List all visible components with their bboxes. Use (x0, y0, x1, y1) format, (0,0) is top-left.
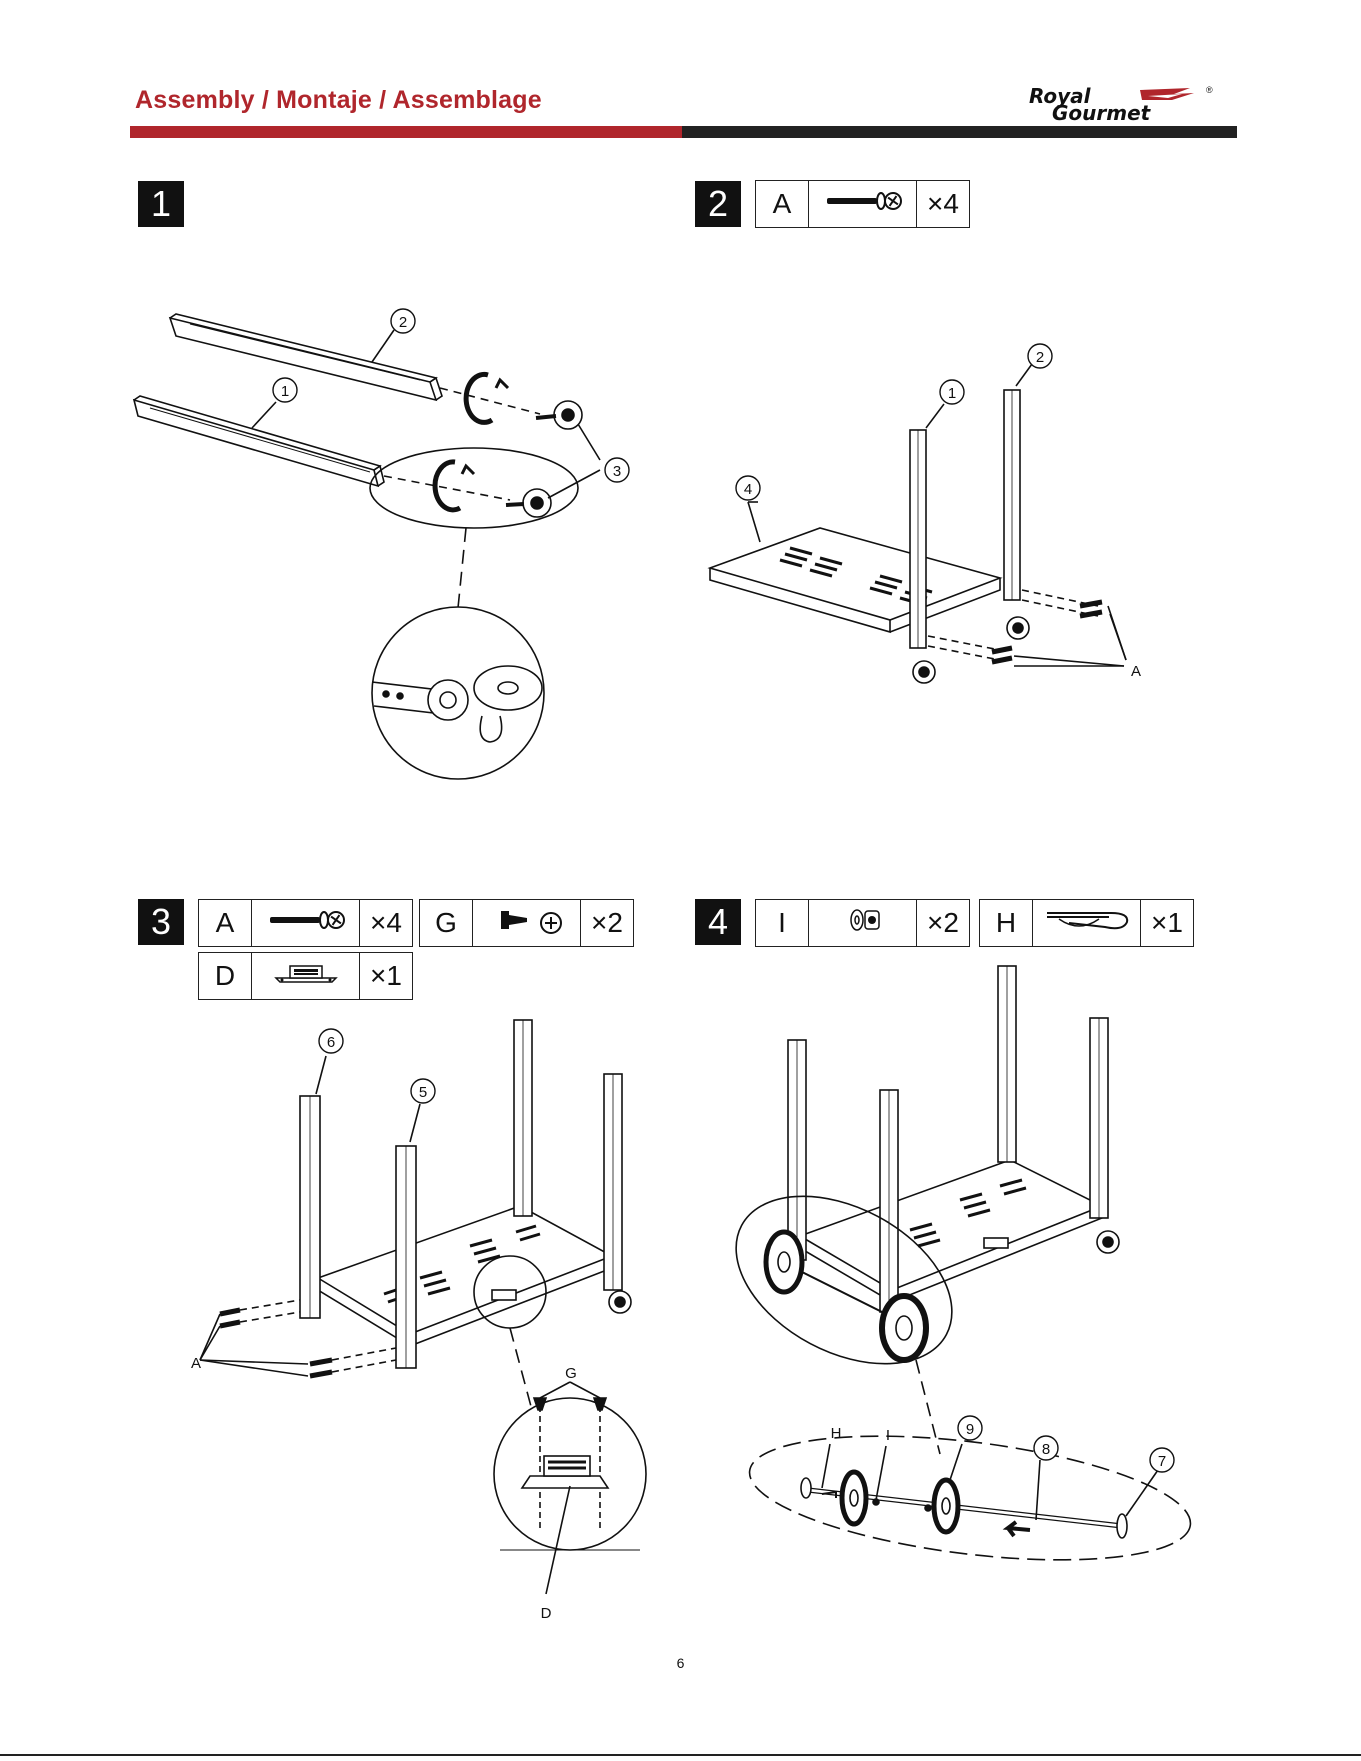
step-4-drawing (708, 966, 1197, 1581)
step-3-drawing (200, 1020, 646, 1594)
callout-3: 3 (613, 463, 621, 480)
callout-1: 1 (281, 383, 289, 400)
page-number: 6 (0, 1655, 1361, 1671)
callout-1: 1 (948, 385, 956, 402)
callout-4: 4 (744, 481, 752, 498)
step-1-drawing (134, 314, 600, 779)
callout-6: 6 (327, 1034, 335, 1051)
page-bottom-rule (0, 1754, 1361, 1756)
step-2-drawing (710, 364, 1126, 683)
callout-9: 9 (966, 1421, 974, 1438)
callout-i: I (886, 1427, 890, 1444)
callout-2: 2 (1036, 349, 1044, 366)
callout-8: 8 (1042, 1441, 1050, 1458)
callout-a: A (1131, 663, 1141, 680)
callout-g: G (565, 1365, 577, 1382)
callout-d: D (541, 1605, 552, 1622)
callout-h: H (831, 1425, 842, 1442)
callout-a: A (191, 1355, 201, 1372)
callout-2: 2 (399, 314, 407, 331)
callout-5: 5 (419, 1084, 427, 1101)
callout-7: 7 (1158, 1453, 1166, 1470)
